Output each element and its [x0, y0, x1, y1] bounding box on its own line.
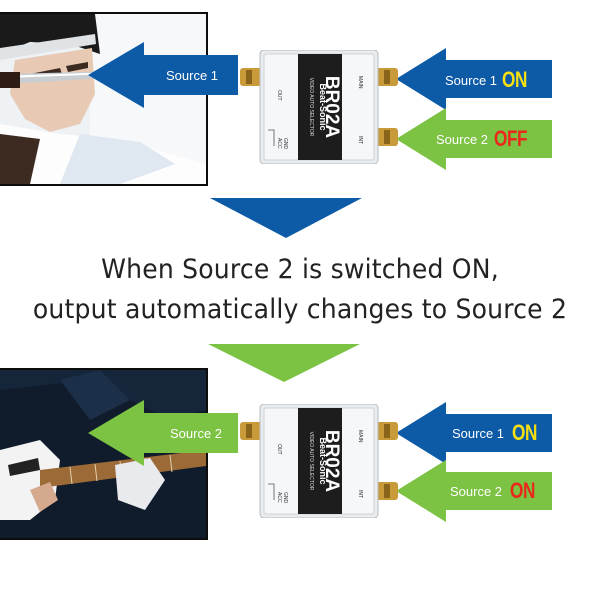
caption-line-2: output automatically changes to Source 2 [32, 294, 568, 325]
device-out-label: OUT [276, 444, 282, 455]
device-brand-label: Beat-Sonic [318, 437, 328, 484]
device-int-label: INT [357, 490, 363, 498]
bottom-monitor [0, 368, 208, 540]
status-indicator-on: ON [512, 420, 537, 445]
down-arrow-blue [210, 198, 362, 238]
device-main-label: MAIN [357, 76, 363, 89]
caption-line-1: When Source 2 is switched ON, [101, 254, 499, 285]
input-arrow-label: Source 2 [450, 484, 503, 499]
top-monitor [0, 12, 208, 186]
device-main-label: MAIN [357, 430, 363, 443]
output-arrow-label: Source 2 [170, 426, 223, 441]
device-acc-label: ACC [276, 492, 282, 503]
input-arrow-source1 [396, 402, 552, 464]
device-brand-label: Beat-Sonic [318, 83, 328, 130]
input-arrow-source1 [396, 48, 552, 110]
video-selector-device: Beat-Sonic VIDEO AUTO SELECTOR BR02A OUT… [240, 404, 398, 518]
device-line-label: VIDEO AUTO SELECTOR [308, 78, 314, 137]
device-out-label: OUT [276, 90, 282, 101]
device-gnd-label: GND [282, 492, 288, 504]
samurai-image [0, 14, 206, 184]
input-arrow-source2 [396, 108, 552, 170]
input-arrow-label: Source 1 [445, 73, 498, 88]
output-arrow [88, 400, 238, 466]
device-line-label: VIDEO AUTO SELECTOR [308, 432, 314, 491]
device-acc-label: ACC [276, 138, 282, 149]
device-model-label: BR02A [321, 430, 342, 493]
output-arrow-label: Source 1 [166, 68, 219, 83]
video-selector-device: Beat-Sonic VIDEO AUTO SELECTOR BR02A OUT… [240, 50, 398, 164]
status-indicator-off: OFF [494, 126, 528, 151]
input-arrow-source2 [396, 460, 552, 522]
status-indicator-on: ON [510, 478, 535, 503]
device-int-label: INT [357, 136, 363, 144]
input-arrow-label: Source 1 [452, 426, 505, 441]
device-model-label: BR02A [321, 76, 342, 139]
device-gnd-label: GND [282, 138, 288, 150]
input-arrow-label: Source 2 [436, 132, 489, 147]
output-arrow [88, 42, 238, 108]
down-arrow-green [208, 344, 360, 382]
status-indicator-on: ON [502, 67, 527, 92]
